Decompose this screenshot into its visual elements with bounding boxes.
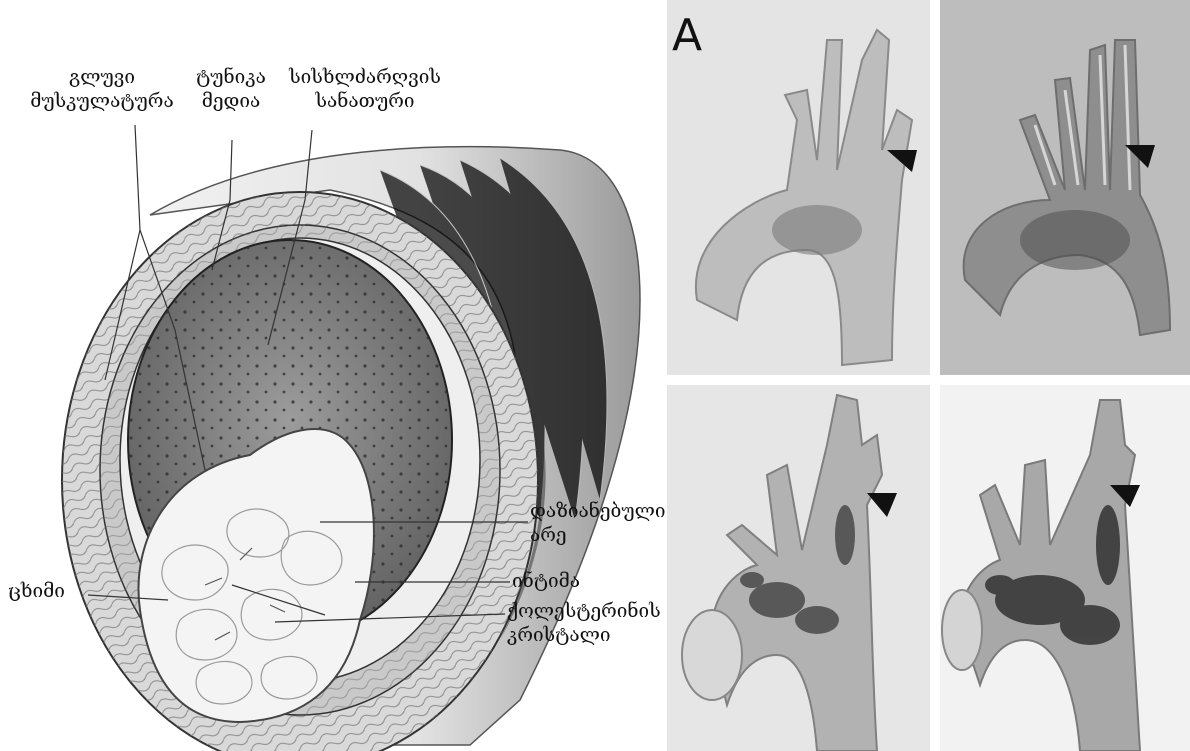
label-tunica-media-line-1: ტუნიკა (186, 66, 276, 90)
label-cholesterol-crystal-line-2: კრისტალი (507, 624, 661, 648)
label-smooth-muscle-line-2: მუსკულატურა (12, 90, 192, 114)
label-smooth-muscle: გლუვი მუსკულატურა (12, 66, 192, 114)
label-cholesterol-crystal-line-1: ქოლესტერინის (507, 600, 661, 624)
label-smooth-muscle-line-1: გლუვი (12, 66, 192, 90)
label-intima: ინტიმა (512, 570, 580, 594)
label-damaged-area-line-2: არე (530, 524, 666, 548)
label-cholesterol-crystal: ქოლესტერინის კრისტალი (507, 600, 661, 648)
label-tunica-media-line-2: მედია (186, 90, 276, 114)
photo-panel-top-left (667, 0, 930, 375)
photo-panel-bottom-right (940, 385, 1190, 751)
label-fat: ცხიმი (8, 580, 65, 604)
label-tunica-media: ტუნიკა მედია (186, 66, 276, 114)
label-vasa-vasorum-line-2: სანათური (280, 90, 450, 114)
label-damaged-area-line-1: დაზიანებული (530, 500, 666, 524)
panel-letter: A (672, 14, 702, 58)
label-vasa-vasorum-line-1: სისხლძარღვის (280, 66, 450, 90)
label-damaged-area: დაზიანებული არე (530, 500, 666, 548)
label-vasa-vasorum: სისხლძარღვის სანათური (280, 66, 450, 114)
photo-panel-top-right (940, 0, 1190, 375)
photo-panel-bottom-left (667, 385, 930, 751)
